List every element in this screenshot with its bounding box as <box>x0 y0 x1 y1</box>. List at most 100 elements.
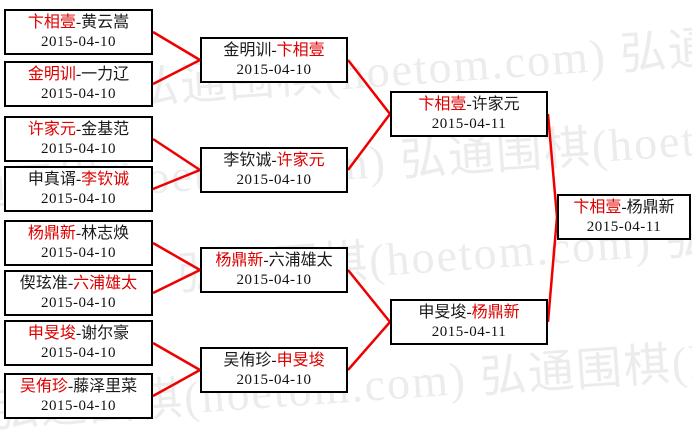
match-players: 卞相壹-杨鼎新 <box>559 198 689 218</box>
match-date: 2015-04-10 <box>41 344 116 361</box>
player-separator: - <box>466 95 472 113</box>
player-name-loser: 许家元 <box>471 95 520 113</box>
match-date: 2015-04-10 <box>236 371 312 388</box>
player-separator: - <box>271 41 277 59</box>
player-separator: - <box>271 351 277 369</box>
match-box-round-of-16-2: 金明训-一力辽 2015-04-10 <box>4 61 153 107</box>
player-name-winner: 李钦诚 <box>81 170 130 188</box>
player-separator: - <box>75 13 82 31</box>
player-name-winner: 杨鼎新 <box>27 224 76 242</box>
player-name-winner: 六浦雄太 <box>73 274 138 292</box>
player-name-loser: 一力辽 <box>81 65 130 83</box>
match-date: 2015-04-11 <box>431 115 507 132</box>
match-date: 2015-04-10 <box>41 397 116 414</box>
player-name-winner: 卞相壹 <box>27 13 76 31</box>
player-separator: - <box>75 170 82 188</box>
connector-line <box>347 269 391 323</box>
player-name-winner: 卞相壹 <box>276 41 325 59</box>
match-players: 吴侑珍-藤泽里菜 <box>6 377 151 397</box>
player-name-winner: 卞相壹 <box>573 198 622 216</box>
match-players: 卞相壹-许家元 <box>392 95 546 115</box>
connector-line <box>152 30 201 62</box>
player-name-loser: 六浦雄太 <box>268 251 333 269</box>
player-name-loser: 吴侑珍 <box>223 351 272 369</box>
match-date: 2015-04-10 <box>41 33 116 50</box>
connector-line <box>152 168 201 191</box>
player-name-winner: 吴侑珍 <box>19 377 68 395</box>
match-date: 2015-04-10 <box>236 61 312 78</box>
match-date: 2015-04-10 <box>41 190 116 207</box>
match-players: 申旻埈-谢尔豪 <box>6 324 151 344</box>
player-name-loser: 黄云嵩 <box>81 13 130 31</box>
match-date: 2015-04-10 <box>41 244 116 261</box>
player-separator: - <box>75 324 82 342</box>
player-separator: - <box>466 303 472 321</box>
match-players: 卞相壹-黄云嵩 <box>6 13 151 33</box>
player-name-winner: 申旻埈 <box>276 351 325 369</box>
player-separator: - <box>271 151 277 169</box>
player-name-loser: 申真谞 <box>27 170 76 188</box>
bracket-connectors <box>152 30 559 398</box>
match-date: 2015-04-10 <box>41 294 116 311</box>
match-date: 2015-04-11 <box>431 323 507 340</box>
match-players: 李钦诚-许家元 <box>202 151 346 171</box>
player-separator: - <box>67 274 74 292</box>
player-name-winner: 卞相壹 <box>418 95 467 113</box>
match-players: 金明训-卞相壹 <box>202 41 346 61</box>
player-name-winner: 申旻埈 <box>27 324 76 342</box>
connector-line <box>347 113 391 171</box>
player-name-loser: 金基范 <box>81 120 130 138</box>
connector-line <box>546 216 559 323</box>
player-name-loser: 偰玹准 <box>19 274 68 292</box>
player-name-loser: 金明训 <box>223 41 272 59</box>
player-separator: - <box>75 65 82 83</box>
player-name-loser: 杨鼎新 <box>626 198 675 216</box>
player-name-winner: 杨鼎新 <box>215 251 264 269</box>
player-name-loser: 藤泽里菜 <box>73 377 138 395</box>
connector-line <box>152 368 201 398</box>
player-name-winner: 金明训 <box>27 65 76 83</box>
connector-line <box>347 321 391 371</box>
match-players: 申真谞-李钦诚 <box>6 170 151 190</box>
match-players: 吴侑珍-申旻埈 <box>202 351 346 371</box>
player-name-winner: 许家元 <box>276 151 325 169</box>
connector-line <box>152 341 201 372</box>
player-name-loser: 林志焕 <box>81 224 130 242</box>
match-players: 许家元-金基范 <box>6 120 151 140</box>
match-date: 2015-04-10 <box>41 85 116 102</box>
player-separator: - <box>75 224 82 242</box>
player-separator: - <box>263 251 269 269</box>
match-players: 申旻埈-杨鼎新 <box>392 303 546 323</box>
player-name-loser: 李钦诚 <box>223 151 272 169</box>
match-players: 偰玹准-六浦雄太 <box>6 274 151 294</box>
connector-line <box>347 59 391 115</box>
match-date: 2015-04-10 <box>236 271 312 288</box>
connector-line <box>152 241 201 272</box>
player-separator: - <box>75 120 82 138</box>
match-date: 2015-04-10 <box>41 140 116 157</box>
match-players: 杨鼎新-六浦雄太 <box>202 251 346 271</box>
player-name-loser: 谢尔豪 <box>81 324 130 342</box>
player-name-winner: 杨鼎新 <box>471 303 520 321</box>
match-date: 2015-04-10 <box>236 171 312 188</box>
player-separator: - <box>621 198 627 216</box>
match-date: 2015-04-11 <box>586 218 662 235</box>
connector-line <box>152 137 201 172</box>
connector-line <box>546 113 559 218</box>
player-separator: - <box>67 377 74 395</box>
match-players: 杨鼎新-林志焕 <box>6 224 151 244</box>
